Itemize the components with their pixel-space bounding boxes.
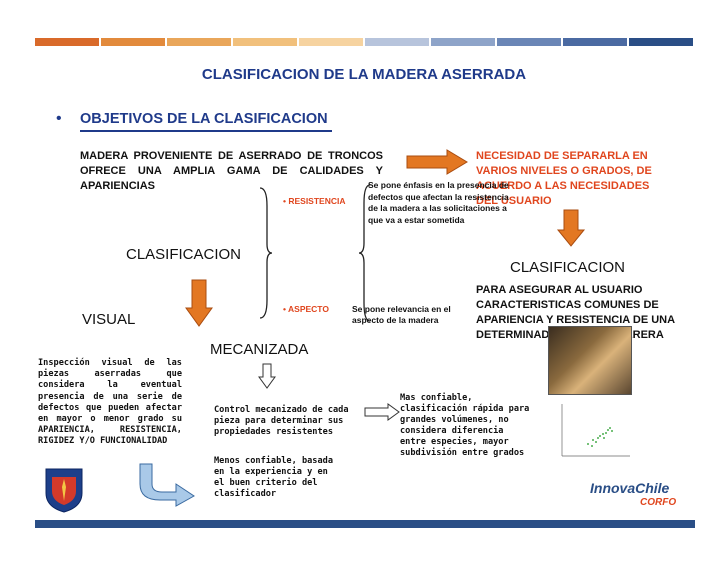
visual-label: VISUAL	[82, 311, 135, 328]
resistencia-label: • RESISTENCIA	[283, 196, 345, 206]
aspecto-note: Se pone relevancia en el aspecto de la m…	[352, 304, 470, 326]
curly-brace-right	[258, 186, 274, 320]
menos-text: Menos confiable, basada en la experienci…	[214, 456, 334, 500]
down-arrow-icon	[184, 278, 214, 328]
footer-bar	[35, 520, 695, 528]
subtitle-underline	[80, 130, 332, 132]
clasificacion-label-right: CLASIFICACION	[510, 259, 625, 276]
down-arrow-small-icon	[258, 362, 276, 390]
right-arrow-small-icon	[364, 403, 400, 421]
scatter-thumbnail	[548, 400, 632, 466]
mecanizada-label: MECANIZADA	[210, 341, 308, 358]
section-subtitle: OBJETIVOS DE LA CLASIFICACION	[80, 111, 328, 127]
inspeccion-text: Inspección visual de las piezas aserrada…	[38, 358, 182, 448]
header-color-bar	[35, 38, 695, 46]
lumber-photo	[548, 326, 632, 395]
mas-text: Mas confiable, clasificación rápida para…	[400, 393, 530, 459]
university-shield-icon	[44, 467, 84, 513]
clasificacion-label-left: CLASIFICACION	[126, 246, 241, 263]
curved-arrow-icon	[136, 462, 198, 508]
right-arrow-icon	[405, 148, 469, 176]
innovachile-logo: InnovaChile	[590, 480, 669, 496]
control-text: Control mecanizado de cada pieza para de…	[214, 405, 364, 438]
down-arrow-icon	[556, 208, 586, 248]
madera-description: MADERA PROVENIENTE DE ASERRADO DE TRONCO…	[80, 149, 383, 194]
resistencia-note: Se pone énfasis en la presencia de defec…	[368, 180, 510, 226]
corfo-logo: CORFO	[640, 497, 676, 508]
bullet-icon: •	[56, 110, 62, 128]
slide-title: CLASIFICACION DE LA MADERA ASERRADA	[0, 66, 728, 83]
aspecto-label: • ASPECTO	[283, 304, 329, 314]
